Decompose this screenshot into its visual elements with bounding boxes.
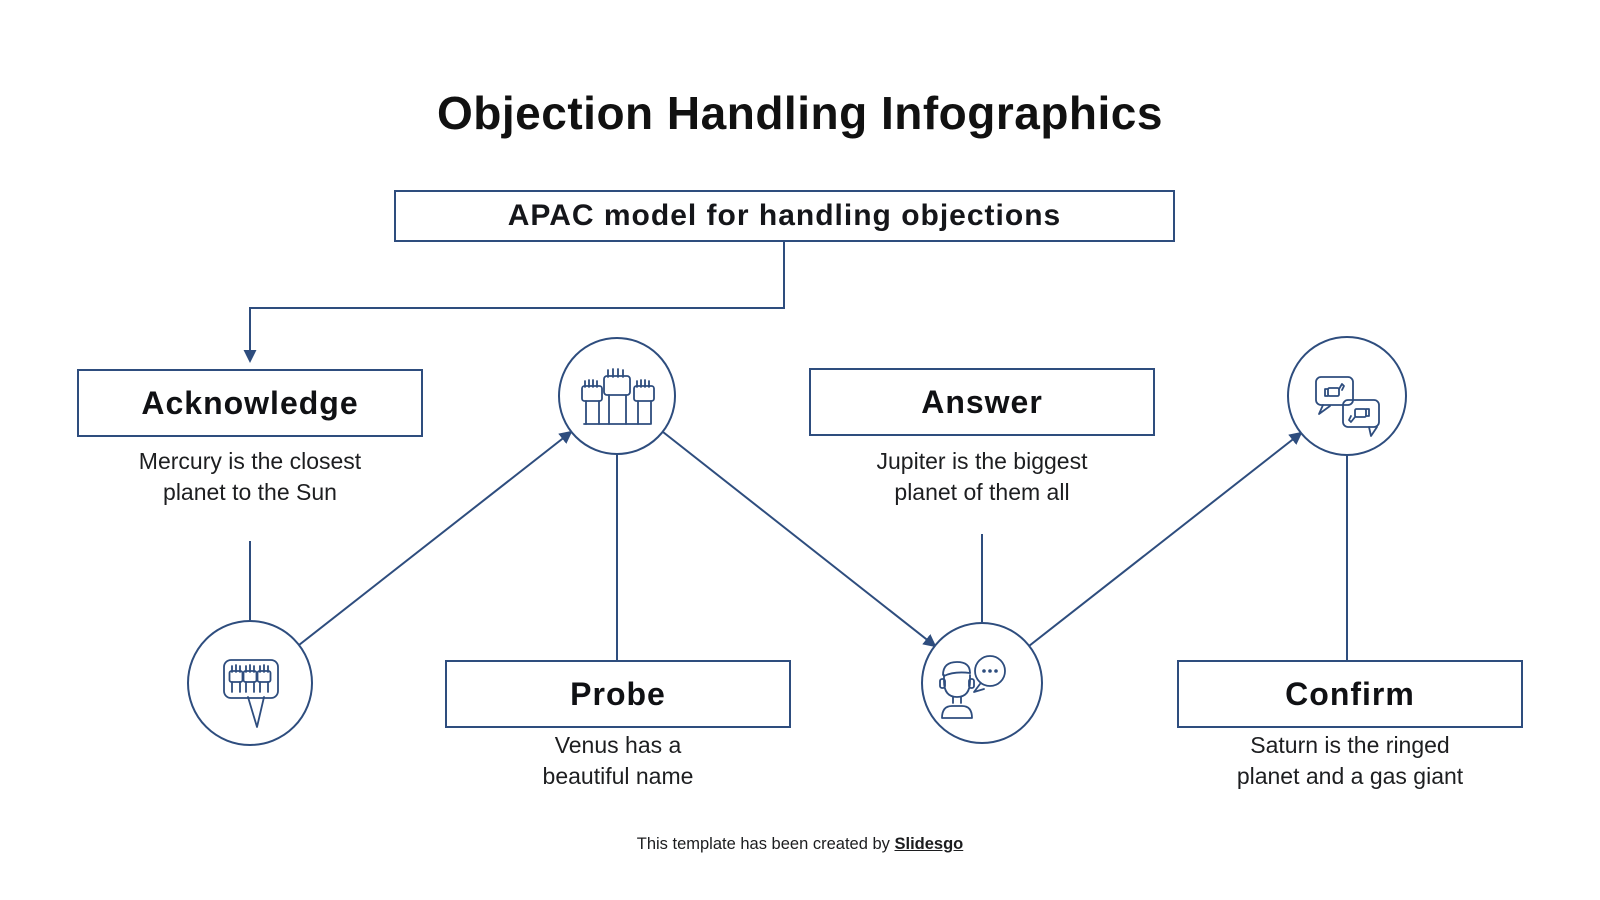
connector-answer-circle-to-confirm-circle bbox=[1028, 431, 1303, 647]
step-description-probe: Venus has a beautiful name bbox=[542, 732, 694, 790]
connector-banner-to-acknowledge bbox=[243, 242, 785, 363]
raised-fists-icon bbox=[581, 368, 655, 425]
acknowledge-circle bbox=[187, 620, 313, 746]
apac-model-banner-label: APAC model for handling objections bbox=[507, 199, 1062, 232]
step-description-answer: Jupiter is the biggest planet of them al… bbox=[876, 448, 1088, 506]
page-title: Objection Handling Infographics bbox=[437, 87, 1163, 139]
step-label-confirm: Confirm bbox=[1285, 675, 1415, 712]
slidesgo-link[interactable]: Slidesgo bbox=[894, 835, 964, 853]
step-label-acknowledge: Acknowledge bbox=[141, 384, 359, 421]
step-box-acknowledge: Acknowledge bbox=[77, 369, 423, 437]
apac-model-banner: APAC model for handling objections bbox=[394, 190, 1175, 242]
fists-in-speech-bubble-icon bbox=[223, 659, 279, 728]
footer-credit-text: This template has been created by bbox=[636, 835, 895, 853]
probe-circle bbox=[558, 337, 676, 455]
step-label-probe: Probe bbox=[570, 675, 666, 712]
person-speaking-icon bbox=[939, 655, 1006, 719]
step-description-acknowledge: Mercury is the closest planet to the Sun bbox=[138, 448, 362, 506]
confirm-circle bbox=[1287, 336, 1407, 456]
step-box-confirm: Confirm bbox=[1177, 660, 1523, 728]
connector-acknowledge-circle-to-probe-circle bbox=[298, 430, 573, 646]
step-box-probe: Probe bbox=[445, 660, 791, 728]
step-label-answer: Answer bbox=[921, 383, 1043, 420]
footer-credit: This template has been created by Slides… bbox=[0, 835, 1600, 854]
thumbs-feedback-bubbles-icon bbox=[1315, 376, 1380, 437]
step-box-answer: Answer bbox=[809, 368, 1155, 436]
connector-probe-circle-to-answer-circle bbox=[662, 431, 937, 648]
step-description-confirm: Saturn is the ringed planet and a gas gi… bbox=[1236, 732, 1464, 790]
